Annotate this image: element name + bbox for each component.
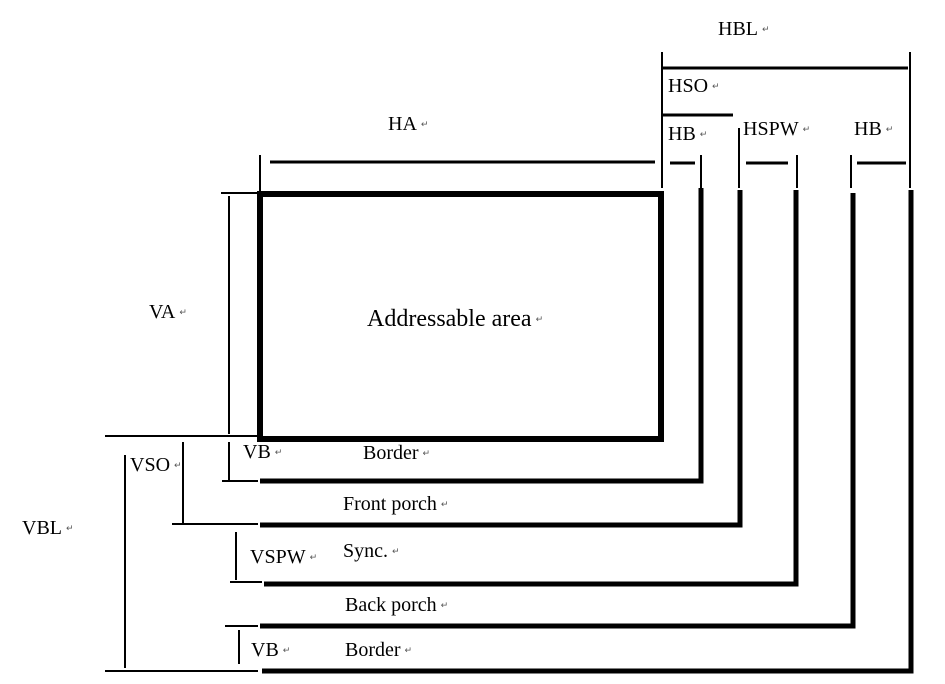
paragraph-mark-icon: ↵ [404,645,413,656]
border-boundary [260,188,704,484]
border-top-text: Border [363,442,419,464]
paragraph-mark-icon: ↵ [802,124,811,135]
paragraph-mark-icon: ↵ [712,81,720,92]
border-bottom-text: Border [345,639,401,661]
addressable-area-box [257,191,664,442]
front-porch-boundary [260,190,743,528]
border-bottom-label: Border↵ [345,640,412,660]
paragraph-mark-icon: ↵ [762,24,770,35]
hso-label: HSO↵ [668,76,720,96]
vso-label: VSO↵ [130,455,182,475]
border-top-label: Border↵ [363,443,430,463]
hb-right-text: HB [854,118,882,140]
hspw-label: HSPW↵ [743,119,810,139]
hso-text: HSO [668,75,709,97]
hb-right-label: HB↵ [854,119,893,139]
vb-top-text: VB [243,441,271,463]
vspw-text: VSPW [250,546,306,568]
front-porch-label: Front porch↵ [343,494,448,514]
paragraph-mark-icon: ↵ [392,546,400,557]
vb-bottom-label: VB↵ [251,640,290,660]
paragraph-mark-icon: ↵ [282,645,291,656]
paragraph-mark-icon: ↵ [420,119,429,130]
paragraph-mark-icon: ↵ [440,499,449,510]
paragraph-mark-icon: ↵ [179,307,187,318]
paragraph-mark-icon: ↵ [309,552,318,563]
sync-text: Sync. [343,540,388,562]
back-porch-text: Back porch [345,594,437,616]
hspw-text: HSPW [743,118,799,140]
vb-top-label: VB↵ [243,442,282,462]
ha-text: HA [388,113,417,135]
paragraph-mark-icon: ↵ [274,447,283,458]
hbl-label: HBL ↵ [718,19,770,39]
va-label: VA↵ [149,302,187,322]
hb-left-text: HB [668,123,696,145]
ha-label: HA↵ [388,114,428,134]
addressable-area-text: Addressable area [367,306,532,332]
vbl-text: VBL [22,517,62,539]
sync-label: Sync. ↵ [343,541,400,561]
back-porch-boundary [260,193,856,629]
vso-text: VSO [130,454,171,476]
addressable-area-label: Addressable area↵ [367,307,543,331]
paragraph-mark-icon: ↵ [66,523,74,534]
front-porch-text: Front porch [343,493,437,515]
paragraph-mark-icon: ↵ [440,600,449,611]
back-porch-label: Back porch↵ [345,595,448,615]
sync-boundary [264,190,799,587]
paragraph-mark-icon: ↵ [885,124,894,135]
hbl-text: HBL [718,18,758,40]
vspw-label: VSPW↵ [250,547,317,567]
paragraph-mark-icon: ↵ [174,460,182,471]
paragraph-mark-icon: ↵ [422,448,431,459]
outer-border-boundary [262,190,914,674]
hb-left-label: HB↵ [668,124,707,144]
vbl-label: VBL ↵ [22,518,74,538]
va-text: VA [149,301,176,323]
paragraph-mark-icon: ↵ [535,314,544,325]
paragraph-mark-icon: ↵ [699,129,708,140]
vb-bottom-text: VB [251,639,279,661]
